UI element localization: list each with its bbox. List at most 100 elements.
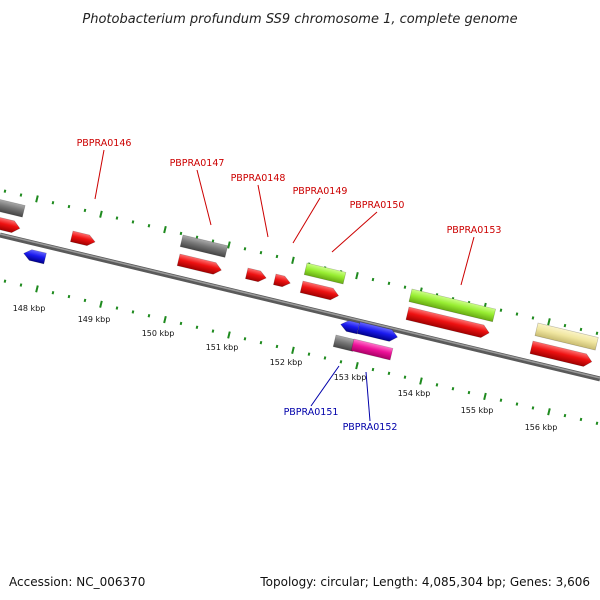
label-leaders: [94, 149, 475, 422]
minor-tick: [531, 316, 535, 320]
major-tick: [35, 195, 39, 203]
minor-tick: [131, 220, 135, 224]
minor-tick: [211, 329, 215, 333]
minor-tick: [371, 277, 375, 282]
minor-tick: [339, 360, 343, 364]
major-tick: [355, 362, 359, 370]
minor-tick: [195, 235, 199, 239]
gene-pbpra0151b[interactable]: [356, 321, 399, 343]
minor-tick: [307, 352, 311, 356]
leader-pbpra0149: [292, 197, 321, 244]
gene-label-pbpra0150[interactable]: PBPRA0150: [350, 200, 405, 211]
minor-tick: [3, 279, 7, 283]
gene-pbpra0153-green[interactable]: [408, 288, 496, 323]
minor-tick: [259, 340, 263, 345]
major-tick: [291, 346, 295, 354]
minor-tick: [323, 356, 327, 360]
gene-gray[interactable]: [0, 197, 26, 218]
map-title: Photobacterium profundum SS9 chromosome …: [82, 12, 517, 27]
scale-label: 152 kbp: [270, 358, 303, 367]
leader-pbpra0148: [257, 184, 269, 238]
scale-label: 150 kbp: [142, 329, 175, 338]
scale-label: 156 kbp: [525, 423, 558, 432]
gene-label-pbpra0149[interactable]: PBPRA0149: [293, 186, 348, 197]
gene-blue[interactable]: [22, 248, 47, 265]
minor-tick: [243, 337, 247, 341]
minor-tick: [467, 390, 471, 395]
major-tick: [163, 225, 167, 234]
gene-pbpra0147-gray[interactable]: [179, 234, 229, 258]
gene-pbpra0149[interactable]: [303, 262, 347, 285]
minor-tick: [563, 413, 567, 418]
minor-tick: [51, 201, 55, 205]
leader-pbpra0150: [331, 211, 378, 253]
minor-tick: [19, 283, 23, 287]
gene-pbpra0150[interactable]: [299, 280, 340, 302]
minor-tick: [403, 285, 407, 289]
minor-tick: [275, 254, 279, 259]
gene-pbpra0151-blue[interactable]: [339, 319, 360, 335]
minor-tick: [515, 312, 519, 316]
minor-tick: [499, 398, 503, 402]
scale-label: 151 kbp: [206, 343, 239, 352]
gene-label-pbpra0151[interactable]: PBPRA0151: [284, 407, 339, 418]
accession-text: Accession: NC_006370: [9, 575, 145, 589]
minor-tick: [67, 294, 71, 299]
minor-tick: [3, 189, 7, 193]
gene-pbpra0151[interactable]: [332, 334, 356, 352]
minor-tick: [51, 291, 55, 295]
minor-tick: [451, 387, 455, 391]
minor-tick: [275, 344, 279, 349]
scale-label: 149 kbp: [78, 315, 111, 324]
minor-tick: [19, 193, 23, 197]
minor-tick: [211, 239, 215, 243]
major-tick: [227, 331, 231, 339]
major-tick: [99, 300, 103, 308]
gene-pbpra0152[interactable]: [350, 338, 394, 361]
minor-tick: [131, 310, 135, 314]
major-tick: [547, 318, 551, 326]
minor-tick: [115, 216, 119, 220]
minor-tick: [579, 417, 583, 422]
leader-pbpra0146: [94, 149, 105, 200]
gene-pbpra0146[interactable]: [70, 230, 96, 247]
gene-label-pbpra0147[interactable]: PBPRA0147: [170, 158, 225, 169]
chromosome-backbone: [0, 232, 600, 382]
gene-red-far[interactable]: [529, 340, 593, 368]
gene-yellow[interactable]: [534, 322, 599, 351]
gene-pbpra0147[interactable]: [176, 253, 223, 276]
leader-pbpra0153: [460, 236, 475, 286]
gene-pbpra0153[interactable]: [405, 306, 491, 339]
gene-label-pbpra0153[interactable]: PBPRA0153: [447, 225, 502, 236]
major-tick: [227, 241, 231, 249]
gene-label-pbpra0152[interactable]: PBPRA0152: [343, 422, 398, 433]
leader-pbpra0147: [196, 169, 212, 226]
minor-tick: [499, 308, 503, 312]
leader-pbpra0151: [310, 365, 340, 407]
major-tick: [291, 256, 295, 264]
forward-strand-scale: [3, 189, 599, 335]
scale-label: 153 kbp: [334, 373, 367, 382]
gene-red[interactable]: [0, 215, 21, 234]
minor-tick: [595, 421, 599, 425]
gene-label-pbpra0148[interactable]: PBPRA0148: [231, 173, 286, 184]
minor-tick: [387, 371, 391, 376]
minor-tick: [83, 208, 87, 213]
gene-label-pbpra0146[interactable]: PBPRA0146: [77, 138, 132, 149]
minor-tick: [531, 406, 535, 410]
minor-tick: [115, 306, 119, 310]
minor-tick: [179, 231, 183, 236]
major-tick: [163, 315, 167, 324]
major-tick: [419, 377, 423, 385]
minor-tick: [515, 402, 519, 406]
gene-pbpra0148b[interactable]: [273, 273, 291, 288]
gene-pbpra0148[interactable]: [245, 267, 267, 283]
minor-tick: [595, 331, 599, 335]
minor-tick: [563, 323, 567, 328]
leader-pbpra0152: [365, 371, 371, 422]
scale-label: 148 kbp: [13, 304, 46, 313]
scale-label: 154 kbp: [398, 389, 431, 398]
minor-tick: [179, 321, 183, 326]
